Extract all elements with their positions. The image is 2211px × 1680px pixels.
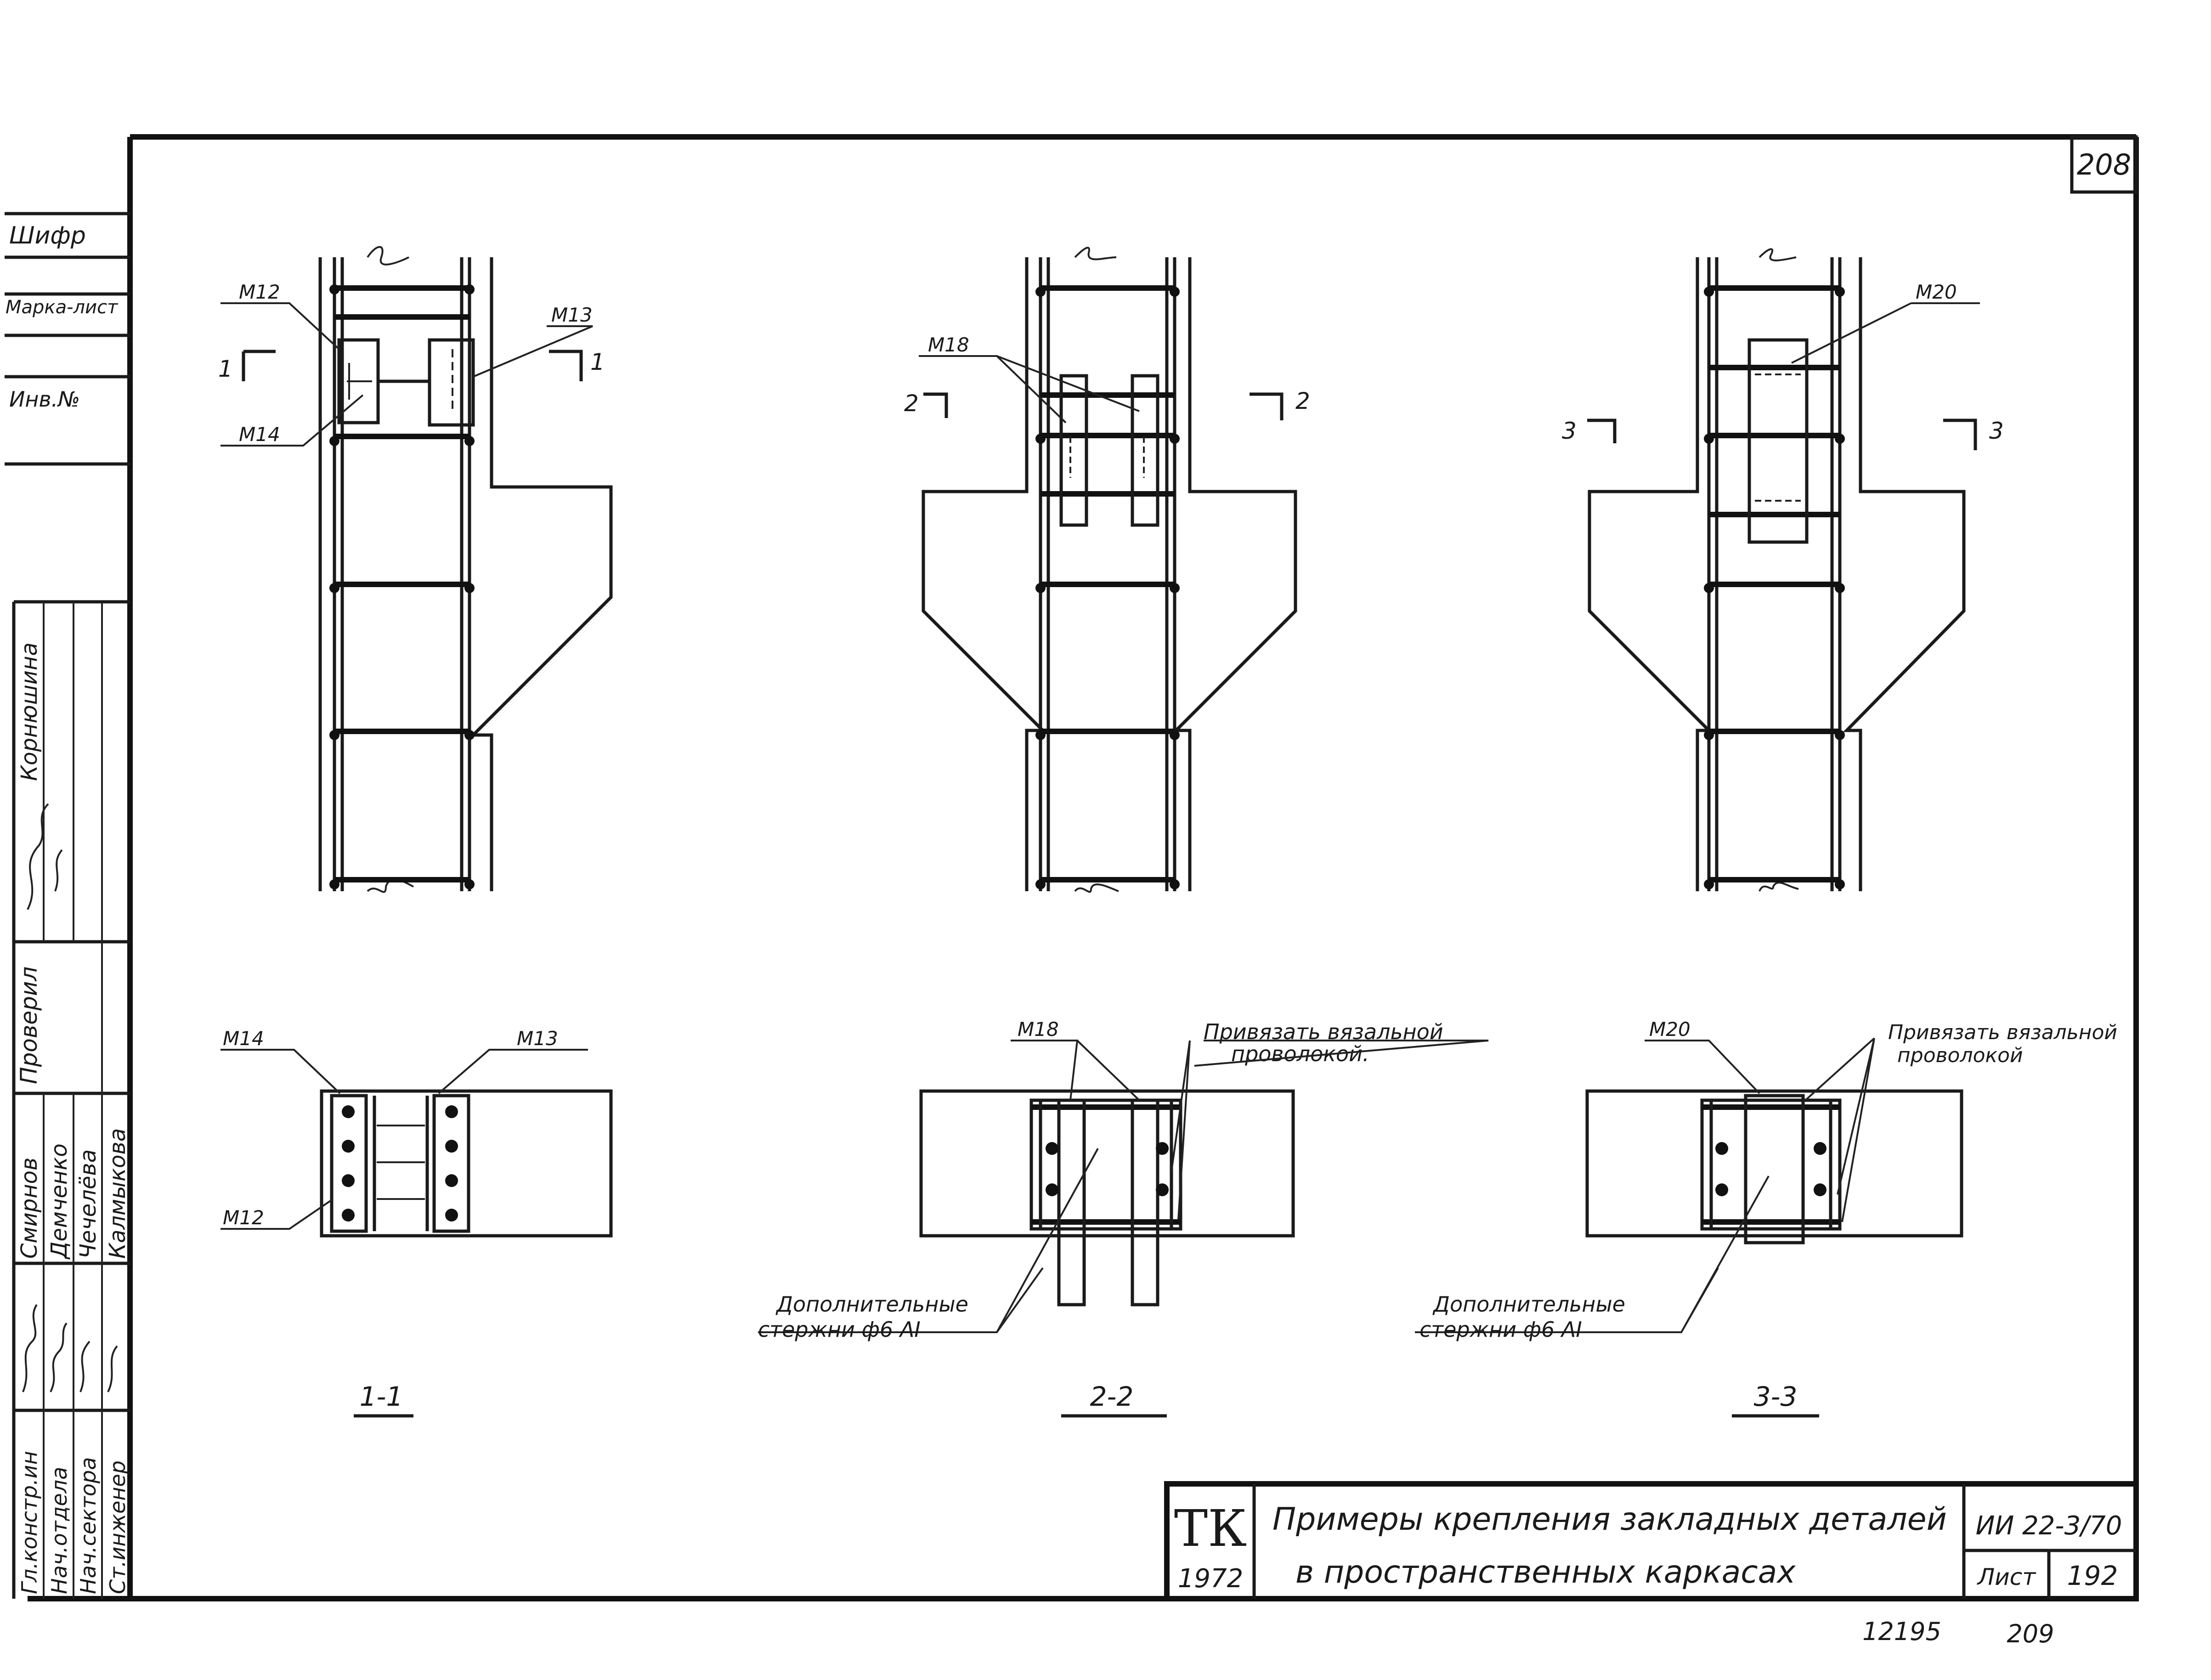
cut-mark-3-left: 3 bbox=[1562, 418, 1577, 444]
title-block: ТК 1972 Примеры крепления закладных дета… bbox=[1164, 1481, 2139, 1601]
section-3-3: М20 Привязать вязальной проволокой Допол… bbox=[1415, 1018, 2117, 1418]
role-dept-head: Нач.отдела bbox=[47, 1467, 72, 1594]
view2-elevation: М18 2 2 bbox=[904, 247, 1310, 893]
note-extra-bars-b-line1: Дополнительные bbox=[1432, 1292, 1625, 1317]
section3-label-m20: М20 bbox=[1649, 1018, 1691, 1041]
label-m20: М20 bbox=[1916, 281, 1957, 303]
note-extra-bars-b-line2: стержни ф6 АI bbox=[1419, 1317, 1582, 1342]
section-1-1: М14 М13 М12 1-1 bbox=[221, 1027, 613, 1418]
note-tie-wire-line2: проволокой. bbox=[1231, 1041, 1369, 1066]
bottom-right-number: 209 bbox=[2007, 1619, 2054, 1648]
label-m13: М13 bbox=[551, 304, 593, 326]
cut-mark-3-right: 3 bbox=[1989, 418, 2004, 444]
section2-label-m18: М18 bbox=[1018, 1018, 1059, 1041]
document-code: ИИ 22-3/70 bbox=[1976, 1511, 2122, 1541]
role-sector-head: Нач.сектора bbox=[76, 1457, 101, 1594]
label-m14: М14 bbox=[239, 423, 280, 446]
note-extra-bars-line2: стержни ф6 АI bbox=[758, 1317, 921, 1342]
note-tie-wire-b-line2: проволокой bbox=[1897, 1044, 2023, 1067]
name-chechelyova: Чечелёва bbox=[75, 1149, 101, 1259]
title-line2: в пространственных каркасах bbox=[1295, 1554, 1796, 1590]
view1-elevation: М12 М14 М13 1 1 bbox=[218, 246, 613, 893]
label-m12: М12 bbox=[239, 281, 280, 303]
side-stamp: Шифр Марка-лист Инв.№ bbox=[5, 212, 130, 466]
sheet-number: 192 bbox=[2067, 1560, 2118, 1591]
signature-scribble bbox=[22, 803, 118, 1392]
section-title-2-2: 2-2 bbox=[1090, 1381, 1134, 1412]
page-number: 208 bbox=[2077, 148, 2131, 181]
cut-mark-2-right: 2 bbox=[1295, 388, 1310, 414]
view3-elevation: М20 3 3 bbox=[1562, 248, 2004, 892]
role-senior-engineer: Ст.инженер bbox=[105, 1460, 130, 1594]
title-line1: Примеры крепления закладных деталей bbox=[1272, 1501, 1947, 1538]
stamp-code-label: Шифр bbox=[9, 222, 86, 249]
checked-name: Корнюшина bbox=[17, 642, 42, 781]
sheet-label: Лист bbox=[1977, 1564, 2037, 1590]
stamp-sheet-label: Марка-лист bbox=[6, 297, 119, 318]
section-2-2: М18 Привязать вязальной проволокой. Допо… bbox=[758, 1018, 1489, 1418]
title-year: 1972 bbox=[1178, 1564, 1244, 1594]
cut-mark-1-right: 1 bbox=[590, 349, 605, 375]
name-demchenko: Демченко bbox=[46, 1143, 72, 1260]
cut-mark-1-left: 1 bbox=[218, 356, 233, 382]
org-logo: ТК bbox=[1174, 1499, 1247, 1558]
cut-mark-2-left: 2 bbox=[904, 390, 919, 417]
section-title-1-1: 1-1 bbox=[360, 1381, 403, 1412]
bottom-left-number: 12195 bbox=[1862, 1617, 1941, 1646]
section1-label-m13: М13 bbox=[517, 1027, 558, 1050]
note-extra-bars-line1: Дополнительные bbox=[775, 1292, 968, 1317]
stamp-inventory-label: Инв.№ bbox=[9, 387, 80, 412]
section1-label-m12: М12 bbox=[223, 1206, 264, 1229]
name-smirnov: Смирнов bbox=[17, 1158, 42, 1259]
checked-label: Проверил bbox=[16, 967, 42, 1084]
role-chief-engineer: Гл.констр.ин bbox=[17, 1451, 42, 1594]
section1-label-m14: М14 bbox=[223, 1027, 264, 1050]
signature-block: Гл.констр.ин Нач.отдела Нач.сектора Ст.и… bbox=[12, 600, 130, 1599]
name-kalmykova: Калмыкова bbox=[105, 1128, 130, 1259]
section-title-3-3: 3-3 bbox=[1754, 1381, 1798, 1412]
label-m18: М18 bbox=[928, 334, 969, 356]
note-tie-wire-b-line1: Привязать вязальной bbox=[1888, 1021, 2117, 1044]
